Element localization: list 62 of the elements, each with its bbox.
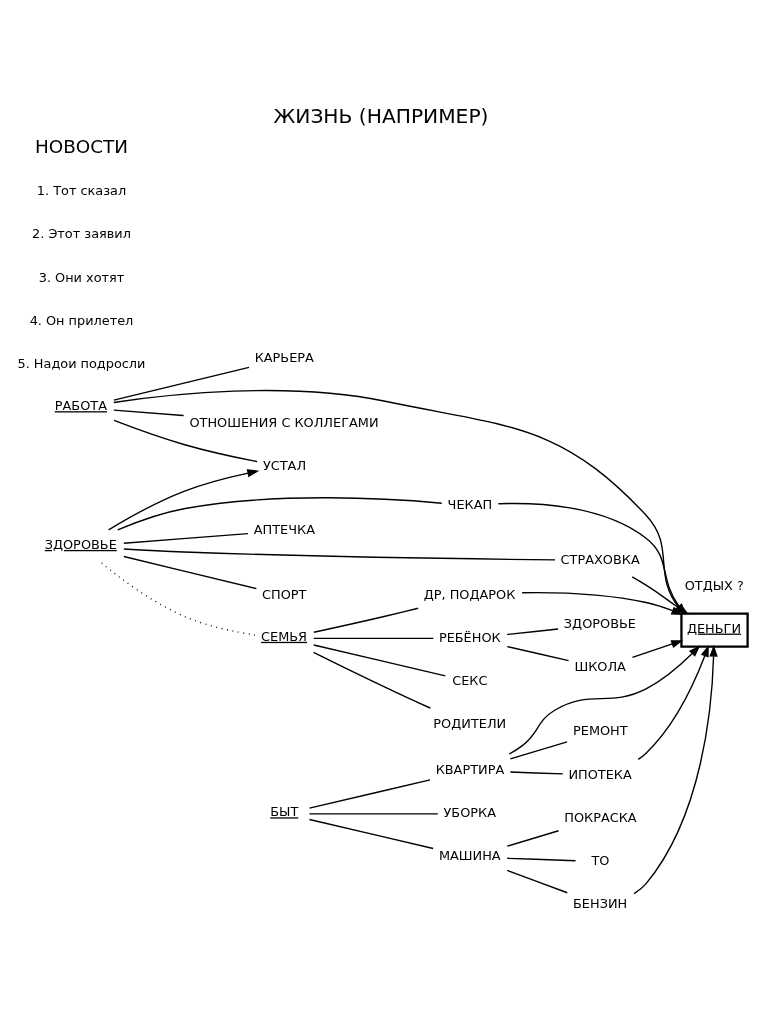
label: НОВОСТИ bbox=[34, 136, 129, 158]
label: 5. Надои подросли bbox=[17, 355, 146, 371]
connector bbox=[313, 637, 434, 640]
node-text: ОТДЫХ ? bbox=[684, 578, 744, 594]
node-box: ДЕНЬГИ bbox=[680, 612, 749, 648]
connector bbox=[506, 645, 570, 662]
connector bbox=[506, 830, 560, 847]
node-text: БЕНЗИН bbox=[573, 896, 628, 912]
connector bbox=[312, 651, 432, 709]
connector bbox=[117, 497, 443, 531]
diagram-title: ЖИЗНЬ (НАПРИМЕР) bbox=[273, 103, 489, 128]
node-text: БЫТ bbox=[270, 804, 299, 820]
node-text: РЕБЁНОК bbox=[438, 629, 501, 645]
connector bbox=[123, 532, 249, 544]
node-text: СЕКС bbox=[452, 672, 488, 688]
connector bbox=[100, 562, 256, 636]
connector bbox=[506, 869, 568, 894]
node-text: ТО bbox=[591, 853, 610, 868]
label: 2. Этот заявил bbox=[32, 226, 131, 242]
node-text: РАБОТА bbox=[54, 398, 107, 414]
connector bbox=[509, 741, 568, 760]
connector bbox=[113, 409, 185, 417]
node-text: РОДИТЕЛИ bbox=[433, 716, 507, 732]
node-text: ЗДОРОВЬЕ bbox=[44, 536, 117, 552]
connector bbox=[123, 548, 556, 561]
node-text: УСТАЛ bbox=[262, 457, 307, 473]
node-text: ШКОЛА bbox=[574, 659, 626, 675]
arrow bbox=[508, 645, 701, 755]
node-text: ИПОТЕКА bbox=[568, 766, 632, 782]
node-text: КАРЬЕРА bbox=[254, 350, 314, 366]
connector bbox=[123, 555, 258, 590]
connector bbox=[113, 366, 250, 401]
label: 1. Тот сказал bbox=[36, 183, 127, 199]
connector bbox=[509, 771, 564, 775]
node-text: РЕМОНТ bbox=[573, 723, 628, 739]
node-text: СТРАХОВКА bbox=[560, 551, 640, 567]
arrow bbox=[107, 469, 260, 531]
connector bbox=[308, 779, 431, 809]
node-text: ДР, ПОДАРОК bbox=[423, 586, 516, 602]
node-text: СПОРТ bbox=[262, 586, 307, 602]
connector bbox=[313, 644, 446, 677]
arrow bbox=[633, 644, 718, 895]
connector bbox=[506, 857, 577, 862]
connector bbox=[313, 607, 419, 633]
arrow bbox=[631, 640, 684, 659]
node-text: АПТЕЧКА bbox=[253, 522, 315, 538]
connector bbox=[308, 818, 434, 850]
connector bbox=[506, 628, 559, 636]
node-text: МАШИНА bbox=[438, 848, 501, 864]
connector bbox=[113, 419, 258, 463]
connector bbox=[308, 813, 439, 815]
node-text: ОТНОШЕНИЯ С КОЛЛЕГАМИ bbox=[189, 414, 379, 430]
node-text: СЕМЬЯ bbox=[261, 628, 308, 644]
node-text: ЧЕКАП bbox=[447, 497, 493, 513]
arrow bbox=[521, 591, 684, 616]
label: 4. Он прилетел bbox=[29, 312, 134, 328]
node-text: ПОКРАСКА bbox=[564, 809, 637, 825]
label: 3. Они хотят bbox=[38, 269, 125, 285]
node-text: ЗДОРОВЬЕ bbox=[563, 615, 636, 631]
node-text: КВАРТИРА bbox=[435, 762, 505, 778]
node-text: УБОРКА bbox=[443, 805, 496, 821]
arrow bbox=[637, 644, 709, 761]
